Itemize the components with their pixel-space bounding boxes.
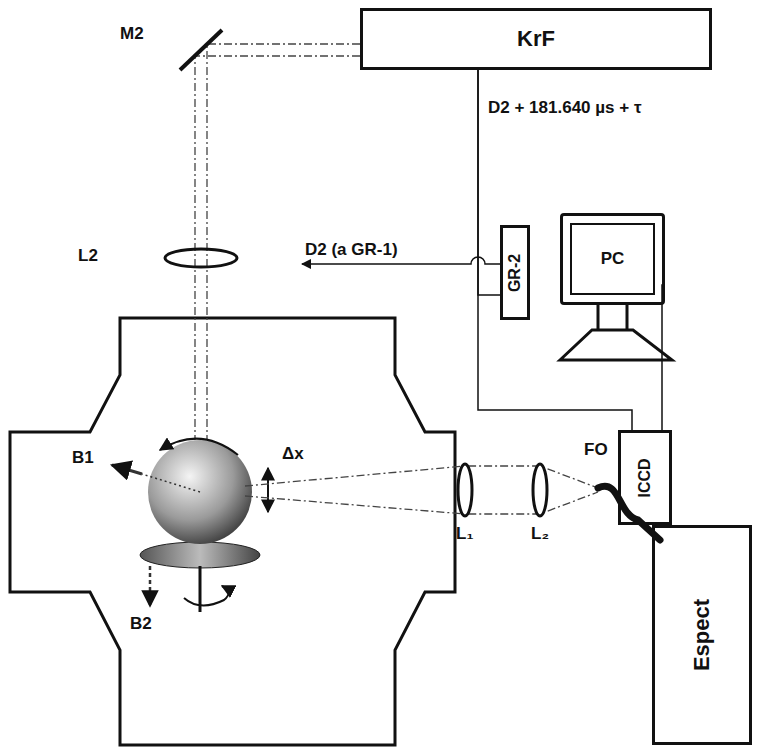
displacement-arrow — [267, 468, 269, 512]
pc-screen — [571, 224, 654, 294]
computer-monitor: PC — [560, 213, 665, 305]
part-label: L2 — [78, 246, 98, 265]
rotation-arrow — [160, 439, 238, 455]
dimension-label: Δx — [282, 444, 304, 463]
node-text: PC — [601, 249, 625, 269]
label-holder: L₂ — [531, 524, 549, 544]
label-holder: M2 — [120, 24, 144, 44]
laser-box: KrF — [360, 8, 712, 70]
pc-stand — [560, 305, 672, 360]
target-disk — [140, 542, 260, 568]
direction-label: B1 — [72, 448, 94, 467]
node-text: GR-2 — [506, 253, 524, 291]
collection-lens — [458, 464, 472, 516]
spectrometer-box: Espect — [652, 525, 752, 745]
label-holder: FO — [584, 440, 608, 460]
part-label: FO — [584, 440, 608, 459]
node-text: ICCD — [636, 458, 654, 497]
node-text: Espect — [689, 599, 715, 671]
node-text: KrF — [517, 26, 555, 52]
label-holder: L2 — [78, 246, 98, 266]
axis-line — [142, 474, 200, 492]
rotation-arrow — [184, 586, 229, 606]
part-label: M2 — [120, 24, 144, 43]
label-holder: D2 + 181.640 µs + τ — [488, 98, 642, 118]
collection-lens — [533, 464, 547, 516]
signal-cable — [662, 285, 665, 430]
direction-label: B2 — [130, 614, 152, 633]
signal-cable — [478, 70, 632, 430]
label-holder: B2 — [130, 614, 152, 634]
direction-arrow — [149, 566, 152, 606]
delay-generator-box: GR-2 — [500, 225, 530, 320]
part-label: L₁ — [456, 524, 473, 543]
focusing-lens — [165, 249, 237, 267]
label-holder: L₁ — [456, 524, 473, 544]
part-label: L₂ — [531, 524, 549, 543]
vacuum-chamber — [10, 318, 455, 745]
label-holder: B1 — [72, 448, 94, 468]
camera-box: ICCD — [618, 430, 672, 525]
direction-arrow — [112, 465, 142, 474]
label-holder: Δx — [282, 444, 304, 464]
signal-label: D2 (a GR-1) — [305, 240, 398, 259]
label-holder: D2 (a GR-1) — [305, 240, 398, 260]
mirror — [180, 30, 222, 70]
signal-label: D2 + 181.640 µs + τ — [488, 98, 642, 117]
